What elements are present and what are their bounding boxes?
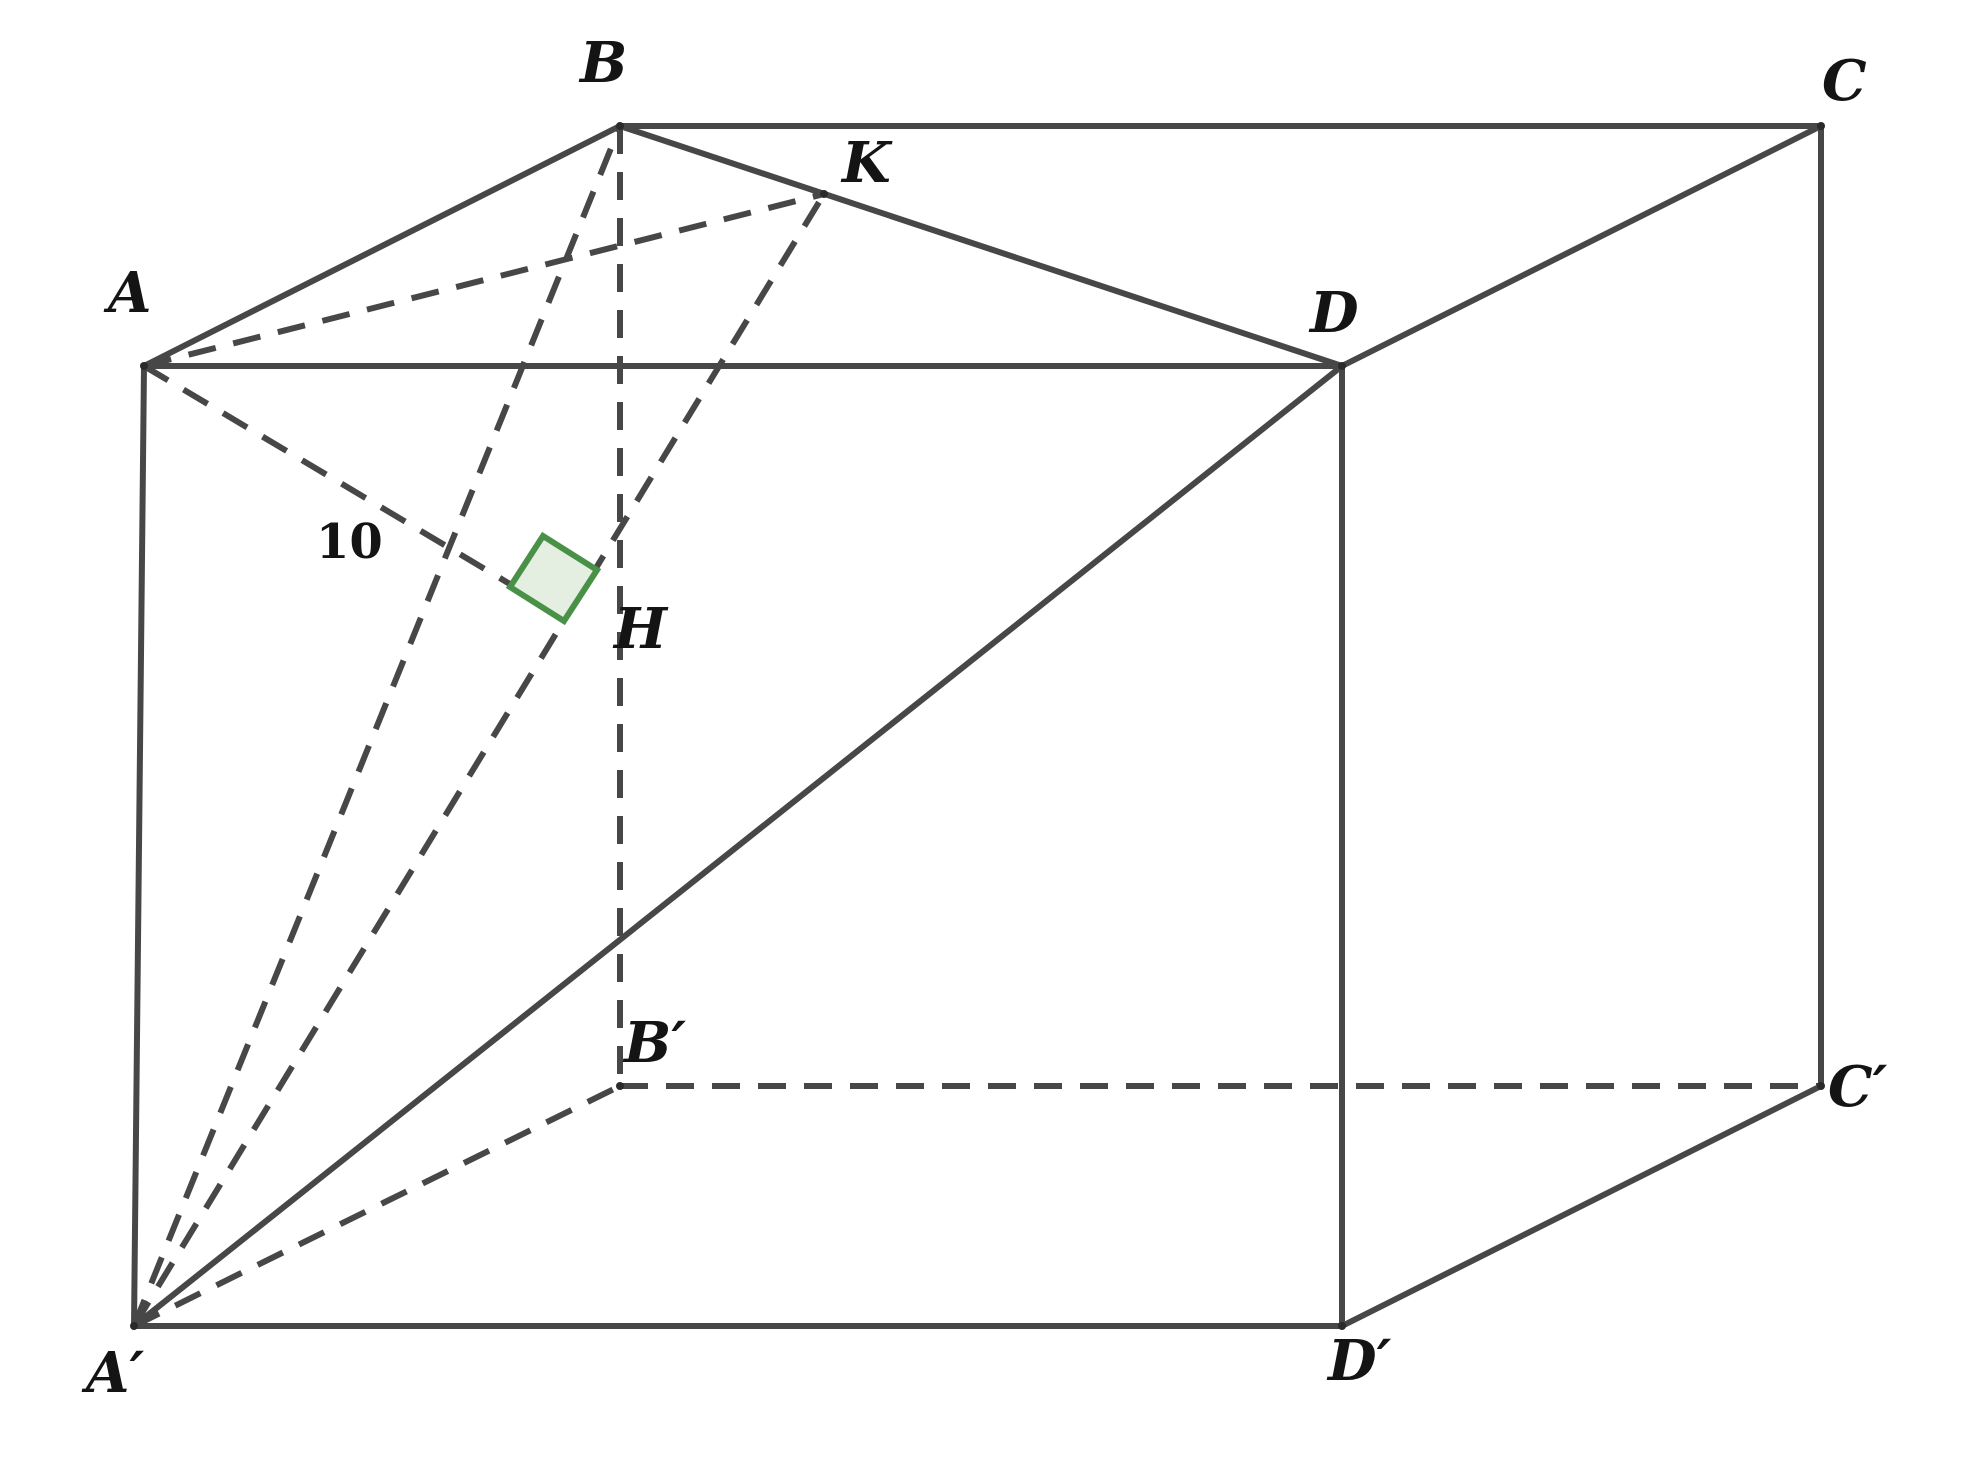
point-B (616, 122, 624, 130)
edge-A-B (141, 123, 623, 369)
label-Aprime: A′ (81, 1340, 144, 1406)
label-K: K (840, 130, 893, 196)
point-K (820, 190, 828, 198)
point-Bprime (616, 1082, 624, 1090)
visible-edges (131, 123, 1824, 1329)
point-Dprime (1338, 1322, 1346, 1330)
hidden-edges (131, 124, 1821, 1329)
point-Aprime (130, 1322, 138, 1330)
label-Cprime: C′ (1828, 1054, 1888, 1120)
segment-Aprime-B (131, 124, 623, 1328)
label-A: A (103, 260, 151, 326)
point-C (1817, 122, 1825, 130)
point-Cprime (1817, 1082, 1825, 1090)
segment-A-H (142, 363, 522, 593)
length-label-AH: 10 (316, 514, 383, 570)
point-D (1338, 362, 1346, 370)
label-B: B (578, 30, 627, 96)
segment-A-K (143, 191, 825, 369)
diagonal-Aprime-D (131, 363, 1345, 1329)
right-angle-marker (505, 531, 602, 626)
edge-Dprime-Cprime (1339, 1083, 1824, 1329)
vertex-labels: A B C D K H A′ B′ C′ D′ 10 (81, 30, 1888, 1406)
edge-D-C (1339, 123, 1824, 369)
label-H: H (612, 596, 669, 662)
point-A (140, 362, 148, 370)
label-Bprime: B′ (622, 1010, 686, 1076)
label-Dprime: D′ (1326, 1328, 1392, 1394)
segment-Aprime-K (131, 192, 827, 1328)
label-D: D (1308, 280, 1359, 346)
vertex-points (130, 122, 1825, 1330)
edge-B-D (617, 123, 1345, 369)
label-C: C (1822, 48, 1867, 114)
edge-A-Aprime (131, 363, 147, 1329)
